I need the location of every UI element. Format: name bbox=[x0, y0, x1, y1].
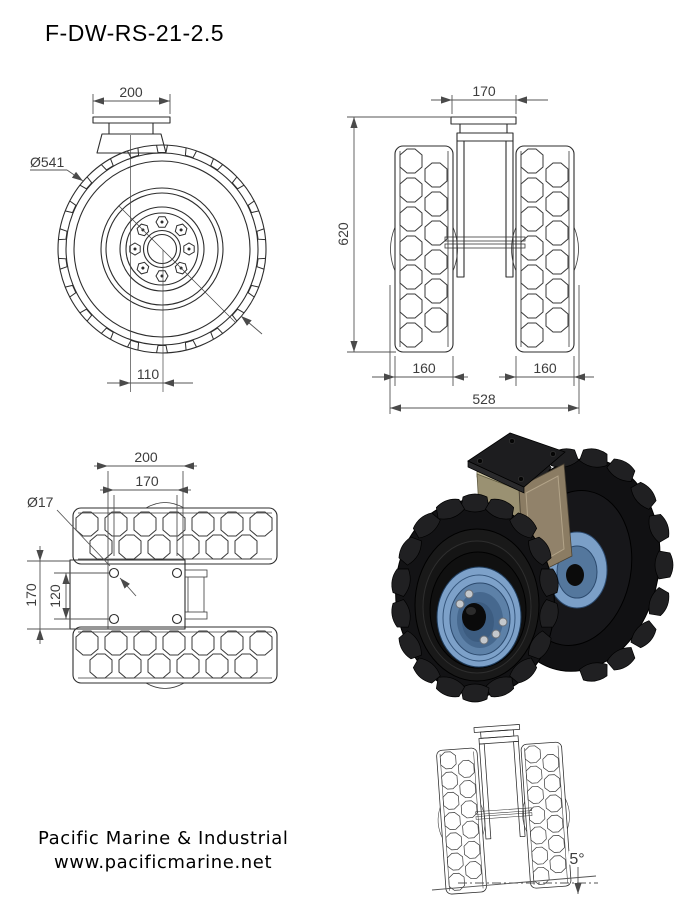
front-wheel-outline bbox=[57, 144, 267, 354]
side-view-dimensions: 170 620 160 160 528 bbox=[333, 81, 594, 414]
bolt-hole bbox=[171, 567, 183, 579]
top-wheel-band-lower bbox=[72, 626, 278, 689]
plate-bolt-hole bbox=[550, 451, 556, 457]
front-dim-110: 110 bbox=[107, 364, 193, 387]
part-number-title: F-DW-RS-21-2.5 bbox=[45, 20, 225, 46]
plate-bolt-hole bbox=[509, 438, 515, 444]
footer: Pacific Marine & Industrial www.pacificm… bbox=[38, 828, 288, 873]
fork-leg-right bbox=[505, 140, 514, 278]
svg-text:200: 200 bbox=[134, 449, 158, 465]
plate-bolt-hole bbox=[477, 458, 483, 464]
front-mount-plate bbox=[92, 116, 171, 154]
top-view: 200 170 Ø17 bbox=[21, 447, 278, 689]
top-dim-hole-diameter: Ø17 bbox=[25, 492, 137, 597]
front-dim-diameter: Ø541 bbox=[28, 152, 263, 335]
top-dim-120-v: 120 bbox=[45, 572, 109, 620]
side-wheel-left bbox=[390, 145, 458, 353]
top-mount-plate bbox=[69, 559, 208, 630]
side-dim-160-left: 160 bbox=[412, 360, 436, 376]
tilted-dim-5deg: 5° bbox=[431, 849, 598, 894]
iso-top-plate bbox=[467, 432, 566, 494]
top-dim-170-h: 170 bbox=[100, 471, 191, 556]
center-diagonal-line bbox=[118, 205, 237, 324]
fork-leg-left bbox=[456, 140, 465, 278]
side-dim-160-right: 160 bbox=[533, 360, 557, 376]
plate-bolt-hole bbox=[518, 476, 524, 482]
footer-company: Pacific Marine & Industrial bbox=[38, 828, 289, 849]
iso-front-hub bbox=[436, 566, 522, 668]
svg-text:170: 170 bbox=[23, 583, 39, 607]
svg-text:Ø541: Ø541 bbox=[30, 154, 64, 170]
hub-bolt bbox=[491, 629, 501, 639]
svg-text:120: 120 bbox=[47, 584, 63, 608]
svg-text:Ø17: Ø17 bbox=[27, 494, 54, 510]
hub-bolt bbox=[479, 635, 489, 645]
axle-cap bbox=[462, 603, 486, 631]
top-wheel-band-upper bbox=[72, 502, 278, 565]
footer-website: www.pacificmarine.net bbox=[54, 852, 273, 873]
bolt-hole bbox=[108, 567, 120, 579]
svg-text:200: 200 bbox=[119, 84, 143, 100]
iso-render bbox=[389, 432, 674, 703]
front-dim-200: 200 bbox=[92, 82, 171, 114]
side-dim-170: 170 bbox=[472, 83, 496, 99]
front-view: 200 Ø541 110 bbox=[28, 82, 267, 392]
side-dim-620: 620 bbox=[335, 222, 351, 246]
bolt-hole bbox=[108, 613, 120, 625]
bolt-hole bbox=[171, 613, 183, 625]
hub-bolt bbox=[464, 589, 474, 599]
side-mount-plate bbox=[450, 116, 517, 125]
top-dim-200: 200 bbox=[94, 447, 197, 558]
side-view-assembly bbox=[390, 116, 579, 353]
hub-bolt bbox=[498, 617, 508, 627]
side-wheel-right bbox=[511, 145, 579, 353]
side-dim-528: 528 bbox=[472, 391, 496, 407]
svg-text:5°: 5° bbox=[569, 851, 584, 868]
svg-text:110: 110 bbox=[137, 366, 160, 382]
top-dim-170-v: 170 bbox=[21, 546, 70, 644]
tilted-view: 5° bbox=[432, 721, 598, 894]
svg-text:170: 170 bbox=[135, 473, 159, 489]
hub-bolt bbox=[455, 599, 465, 609]
